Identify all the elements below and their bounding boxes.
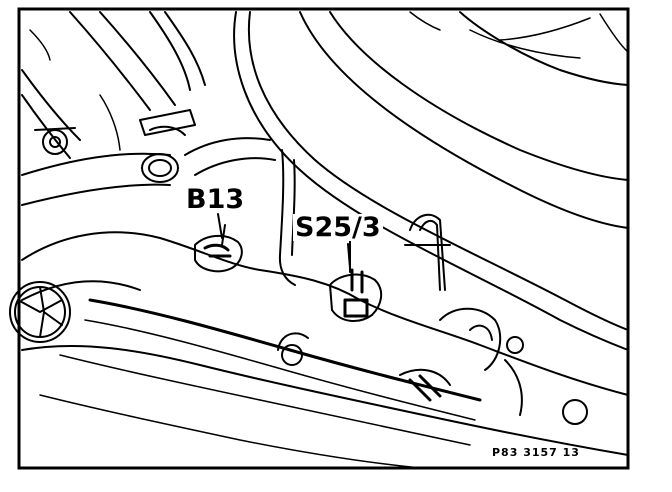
wire-clip bbox=[404, 213, 451, 291]
vacuum-line bbox=[184, 137, 296, 286]
star-emblem bbox=[9, 281, 71, 343]
cylinder-head-cover bbox=[21, 231, 629, 469]
coolant-hoses bbox=[21, 11, 206, 206]
hose-clamp bbox=[139, 109, 196, 183]
leader-line-s25-3 bbox=[347, 243, 351, 269]
figure-reference-number: P83 3157 13 bbox=[492, 446, 580, 459]
callout-label-s25-3: S25/3 bbox=[293, 212, 383, 243]
callout-label-b13: B13 bbox=[184, 184, 247, 215]
throttle-linkage bbox=[399, 307, 523, 416]
mounting-boss bbox=[277, 332, 588, 425]
bolt bbox=[34, 127, 76, 155]
leader-line-b13 bbox=[217, 213, 223, 239]
air-filter-housing bbox=[233, 11, 629, 351]
